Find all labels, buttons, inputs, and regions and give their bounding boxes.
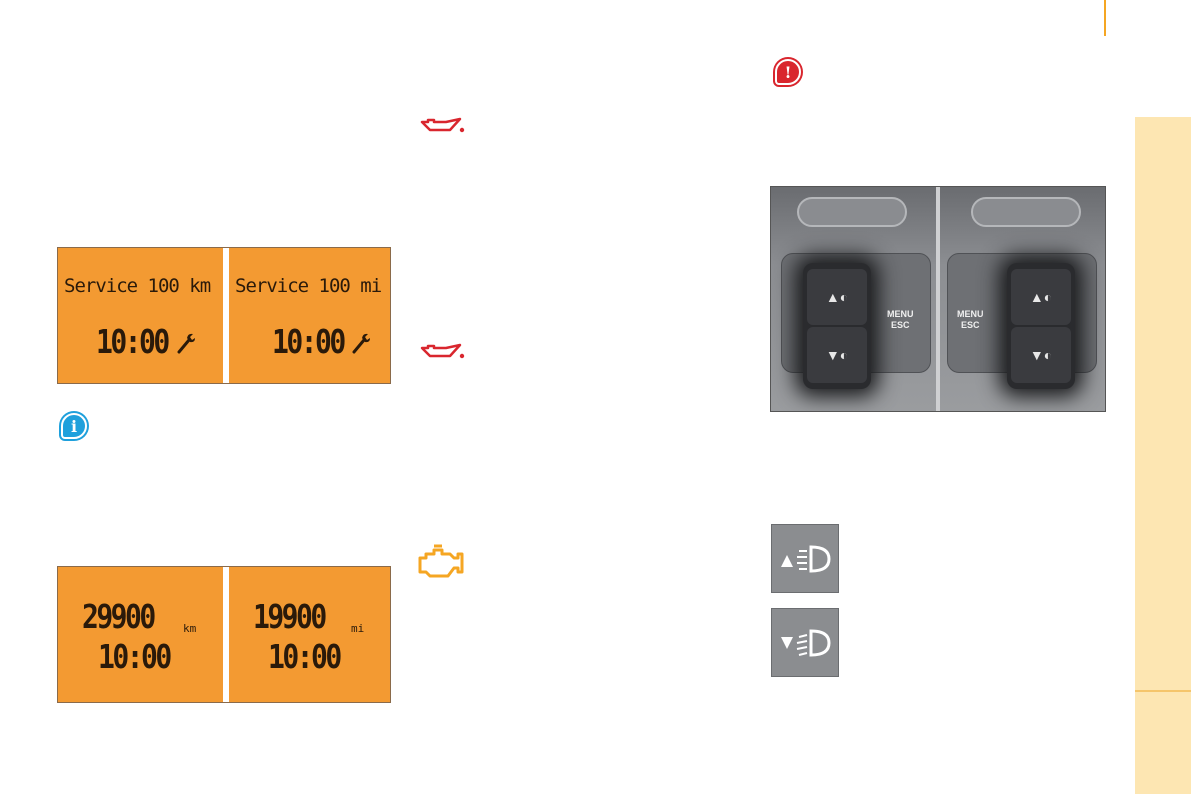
tab-divider: [1135, 690, 1191, 692]
info-icon: i: [61, 413, 87, 439]
oil-pressure-icon: [420, 117, 465, 133]
odo-km-unit: km: [183, 622, 197, 635]
odo-mi-value: 19900: [253, 597, 327, 636]
headlamp-up-button[interactable]: ▲◐: [1011, 269, 1071, 325]
engine-check-icon: [418, 544, 464, 578]
headlamp-down-button[interactable]: ▼◐: [807, 327, 867, 383]
headlamp-rocker-left[interactable]: ▲◐ ▼◐: [803, 263, 871, 389]
odometer-display: 29900 km 10:00 19900 mi 10:00: [57, 566, 391, 703]
chapter-tab: [1135, 117, 1191, 794]
menu-esc-label: MENU ESC: [957, 309, 984, 330]
alert-icon: !: [775, 59, 801, 85]
headlamp-down-button[interactable]: ▼◐: [1011, 327, 1071, 383]
odo-km-value: 29900: [82, 597, 156, 636]
odo-mi-unit: mi: [351, 622, 365, 635]
oil-pressure-icon: [420, 343, 465, 359]
service-km-label: Service 100 km: [64, 275, 211, 297]
photo-divider: [936, 187, 940, 411]
odo-km-time: 10:00: [98, 637, 172, 676]
service-display: Service 100 km 10:00 Service 100 mi 10:0…: [57, 247, 391, 384]
headlamp-down-tile: [771, 608, 839, 677]
headlamp-up-icon: [781, 544, 831, 573]
service-mi-time: 10:00: [272, 322, 346, 361]
headlamp-up-tile: [771, 524, 839, 593]
wrench-icon: [352, 333, 370, 354]
display-divider: [223, 567, 229, 702]
display-divider: [223, 248, 229, 383]
steering-mirror-right: [971, 197, 1081, 227]
menu-esc-label: MENU ESC: [887, 309, 914, 330]
service-mi-label: Service 100 mi: [235, 275, 382, 297]
headlamp-switch-photo: ▲◐ ▼◐ MENU ESC MENU ESC ▲◐ ▼◐: [770, 186, 1106, 412]
service-km-time: 10:00: [96, 322, 170, 361]
wrench-icon: [177, 333, 195, 354]
odo-mi-time: 10:00: [268, 637, 342, 676]
headlamp-up-button[interactable]: ▲◐: [807, 269, 867, 325]
headlamp-down-icon: [781, 628, 831, 657]
steering-mirror-left: [797, 197, 907, 227]
tab-marker-line: [1104, 0, 1106, 36]
headlamp-rocker-right[interactable]: ▲◐ ▼◐: [1007, 263, 1075, 389]
